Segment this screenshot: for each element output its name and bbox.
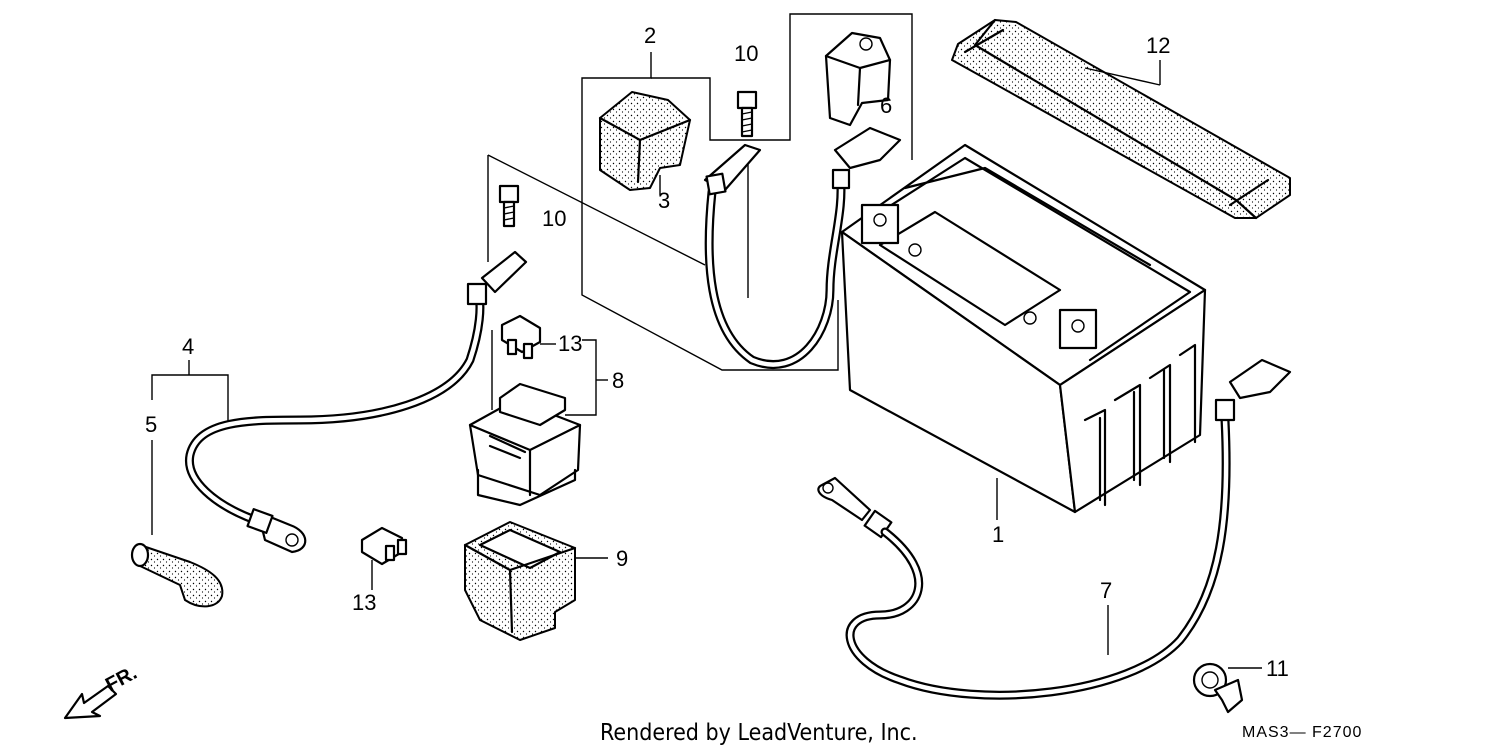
terminal-cover-negative [598,91,692,195]
callout-13-upper: 13 [558,331,582,356]
callout-7: 7 [1100,578,1112,603]
callout-10-upper: 10 [734,41,758,66]
callout-1: 1 [992,522,1004,547]
front-direction-arrow: FR. [63,662,141,720]
battery-strap [951,18,1291,220]
bolt-lower [498,184,520,228]
render-credit: Rendered by LeadVenture, Inc. [600,720,918,746]
fuse-upper [500,314,556,360]
diagram-code: MAS3— F2700 [1242,724,1362,741]
callout-labels: 1 2 3 4 5 6 7 8 9 10 10 11 12 13 13 [145,23,1289,681]
starter-relay [468,382,582,507]
terminal-boot [130,542,224,608]
callout-4: 4 [182,334,194,359]
cable-clamp [1192,662,1262,714]
fuse-lower [360,526,408,590]
callout-2: 2 [644,23,656,48]
group-bracket-lines [151,13,913,535]
relay-cover [463,521,608,641]
callout-10-lower: 10 [542,206,566,231]
callout-9: 9 [616,546,628,571]
battery [840,143,1207,520]
callout-11: 11 [1266,656,1289,681]
positive-cable-loop [703,126,902,370]
starter-cable [184,250,528,554]
bolt-upper [736,90,758,138]
terminal-cover-positive [824,31,892,127]
callout-3: 3 [658,188,670,213]
callout-8: 8 [612,368,624,393]
callout-6: 6 [880,93,892,118]
ground-cable [817,358,1292,700]
callout-5: 5 [145,412,157,437]
callout-13-lower: 13 [352,590,376,615]
callout-12: 12 [1146,33,1170,58]
